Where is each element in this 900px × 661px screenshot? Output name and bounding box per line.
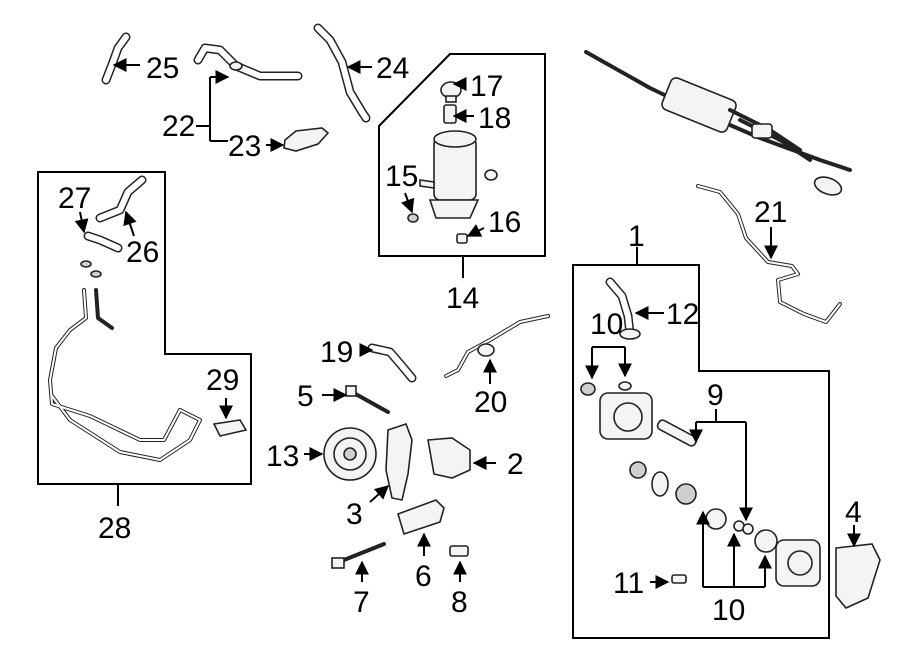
callout-4: 4: [845, 496, 862, 529]
callout-13: 13: [266, 440, 299, 473]
hose-27-illustration: [80, 231, 123, 278]
pipe-12-illustration: [605, 277, 641, 340]
bolt-5-illustration: [345, 385, 390, 414]
callout-labels: 1 2 3 4 5 6 7 8 9 10 10 11 12 13 14 15 1…: [58, 52, 862, 627]
callout-7: 7: [353, 586, 370, 619]
callout-19: 19: [320, 336, 353, 369]
callout-24: 24: [376, 52, 409, 85]
callout-22: 22: [162, 110, 195, 143]
callout-2: 2: [507, 448, 524, 481]
pulley-13-illustration: [323, 427, 377, 481]
pump-group-box: [572, 264, 830, 639]
callout-10-upper: 10: [590, 308, 623, 341]
callout-23: 23: [228, 130, 261, 163]
reservoir-14-illustration: [407, 130, 498, 244]
bolt-7-illustration: [331, 542, 386, 569]
filter-18-illustration: [443, 104, 457, 124]
callout-12: 12: [666, 298, 699, 331]
bracket-4-illustration: [835, 543, 881, 609]
callout-9: 9: [707, 379, 724, 412]
callout-17: 17: [470, 70, 503, 103]
callout-20: 20: [474, 386, 507, 419]
callout-21: 21: [754, 196, 787, 229]
leader-lines: [74, 58, 861, 589]
callout-6: 6: [415, 560, 432, 593]
pressure-line-28-illustration: [48, 288, 202, 462]
return-line-21-illustration: [696, 184, 842, 324]
callout-10-lower: 10: [712, 594, 745, 627]
clip-29-illustration: [212, 419, 248, 437]
callout-15: 15: [385, 160, 418, 193]
reservoir-group-box: [378, 53, 546, 257]
bracket-3-illustration: [385, 422, 413, 501]
pump-1-illustration: [580, 381, 821, 587]
bracket-2-illustration: [427, 437, 471, 479]
hose-24-illustration: [313, 23, 371, 123]
callout-27: 27: [58, 182, 91, 215]
callout-16: 16: [488, 206, 521, 239]
hose-19-illustration: [367, 343, 417, 383]
callout-25: 25: [146, 52, 179, 85]
callout-29: 29: [206, 364, 239, 397]
fitting-8-illustration: [449, 545, 469, 557]
line-20-illustration: [444, 314, 550, 378]
callout-1: 1: [628, 220, 645, 253]
hose-25-illustration: [101, 32, 131, 85]
hose-22-illustration: [193, 43, 303, 81]
brace-6-illustration: [397, 499, 445, 536]
callout-14: 14: [446, 282, 479, 315]
pressure-line-group-box: [37, 171, 252, 485]
steering-rack-illustration: [584, 50, 852, 196]
callout-5: 5: [297, 380, 314, 413]
callout-26: 26: [126, 236, 159, 269]
callout-3: 3: [346, 498, 363, 531]
callout-18: 18: [478, 102, 511, 135]
callout-28: 28: [98, 512, 131, 545]
callout-11: 11: [613, 567, 644, 600]
hose-26-illustration: [95, 175, 147, 223]
callout-8: 8: [451, 586, 468, 619]
clamp-23-illustration: [283, 127, 330, 152]
